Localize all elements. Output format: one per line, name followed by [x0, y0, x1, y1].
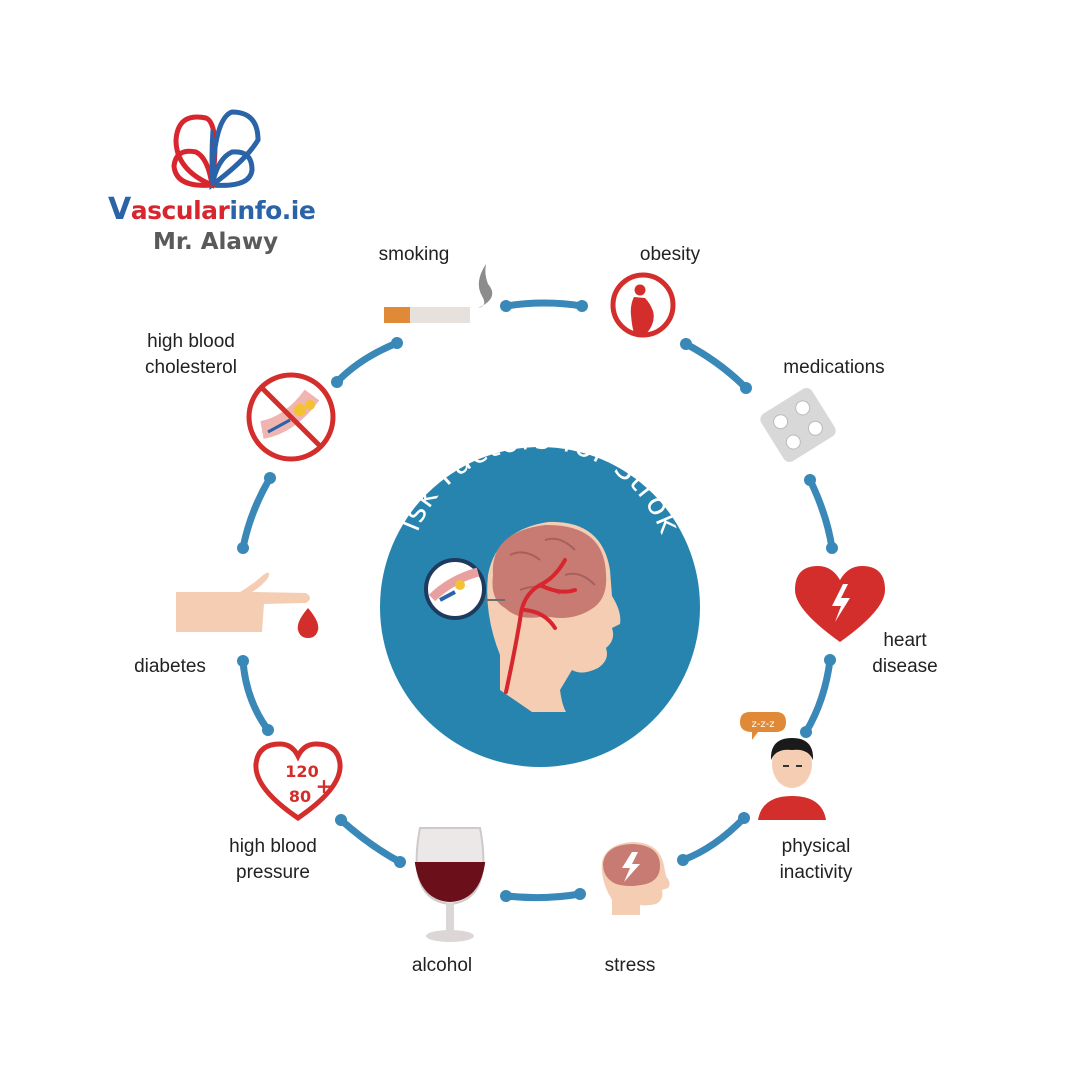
label-obesity: obesity — [639, 244, 701, 265]
pregnant-woman-icon — [610, 272, 676, 338]
svg-text:z-z-z: z-z-z — [752, 719, 775, 730]
wine-glass-icon — [413, 827, 487, 942]
svg-text:+: + — [316, 774, 333, 798]
finger-blood-drop-icon — [176, 572, 319, 638]
svg-text:120: 120 — [285, 762, 318, 781]
label-stress: stress — [604, 955, 656, 976]
vascularinfo-logo-icon — [171, 109, 261, 191]
center-title: Risk Factors for Stroke — [0, 0, 687, 539]
brand-name: Vascularinfo.ie — [108, 192, 316, 227]
heart-bolt-icon — [795, 566, 885, 642]
clogged-artery-icon — [246, 372, 336, 462]
brand-block: Vascularinfo.ie Mr. Alawy — [108, 192, 338, 255]
cigarette-icon — [384, 264, 493, 323]
head-profile-icon — [424, 521, 621, 712]
label-alcohol: alcohol — [411, 955, 473, 976]
sleeping-person-icon: z-z-z — [740, 712, 826, 820]
connector-dots — [237, 300, 838, 902]
stressed-head-icon — [601, 842, 670, 915]
svg-text:80: 80 — [289, 787, 311, 806]
label-medications: medications — [783, 357, 885, 378]
brand-subtitle: Mr. Alawy — [153, 229, 279, 255]
pill-blister-icon — [760, 388, 836, 462]
label-diabetes: diabetes — [134, 656, 206, 677]
label-smoking: smoking — [378, 244, 450, 265]
connector-ring — [239, 299, 836, 902]
blood-pressure-heart-icon: 120 80 + — [253, 741, 343, 822]
